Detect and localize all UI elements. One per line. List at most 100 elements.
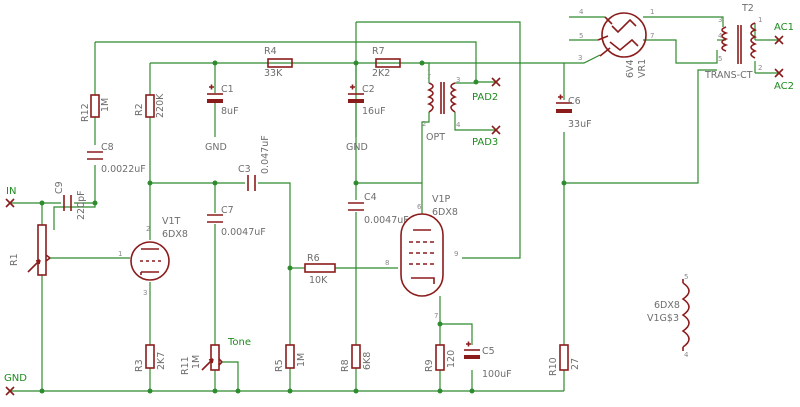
svg-text:6K8: 6K8: [362, 352, 373, 370]
svg-text:R12: R12: [80, 103, 91, 122]
svg-text:0.0047uF: 0.0047uF: [221, 227, 266, 238]
svg-text:2: 2: [146, 225, 150, 233]
terminal-pad3: PAD3: [472, 125, 501, 148]
svg-text:3: 3: [718, 16, 722, 24]
svg-text:R5: R5: [274, 359, 285, 372]
svg-text:100uF: 100uF: [482, 369, 512, 380]
svg-text:R11: R11: [180, 356, 191, 375]
svg-text:R7: R7: [372, 46, 385, 57]
svg-text:1M: 1M: [296, 353, 307, 367]
svg-text:2K7: 2K7: [156, 352, 167, 370]
capacitor-c5: C5 100uF: [464, 341, 512, 380]
svg-text:0.0022uF: 0.0022uF: [101, 164, 146, 175]
svg-text:C8: C8: [101, 142, 114, 153]
capacitor-c3: C3 0.047uF: [238, 135, 271, 191]
svg-text:8: 8: [385, 259, 389, 267]
capacitor-c4: C4 0.0047uF: [348, 192, 409, 226]
svg-text:C2: C2: [362, 84, 375, 95]
svg-text:5: 5: [718, 55, 722, 63]
resistor-r2: R2 220K: [134, 93, 166, 118]
svg-text:1M: 1M: [191, 355, 202, 369]
svg-text:V1T: V1T: [162, 216, 181, 227]
capacitor-c2: C2 16uF GND: [346, 84, 386, 153]
svg-text:7: 7: [434, 312, 438, 320]
svg-text:GND: GND: [346, 142, 368, 153]
svg-text:7: 7: [650, 32, 654, 40]
svg-text:4: 4: [684, 351, 689, 359]
svg-text:6V4: 6V4: [625, 59, 636, 78]
resistor-r5: R5 1M: [274, 344, 307, 372]
svg-text:6DX8: 6DX8: [654, 300, 680, 311]
terminal-gnd: GND: [4, 373, 27, 396]
svg-text:6DX8: 6DX8: [432, 207, 458, 218]
svg-text:8uF: 8uF: [221, 106, 239, 117]
svg-text:220K: 220K: [155, 93, 166, 118]
svg-text:GND: GND: [205, 142, 227, 153]
svg-text:C1: C1: [221, 84, 234, 95]
svg-text:4: 4: [718, 32, 723, 40]
svg-text:OPT: OPT: [426, 132, 445, 143]
resistor-r8: R8 6K8: [340, 344, 373, 372]
svg-text:R2: R2: [134, 103, 145, 116]
svg-text:R9: R9: [424, 359, 435, 372]
junctions: [39, 60, 567, 394]
svg-text:V1P: V1P: [432, 194, 451, 205]
svg-text:33uF: 33uF: [568, 119, 592, 130]
ac1-label: AC1: [774, 22, 794, 33]
svg-text:1: 1: [758, 16, 762, 24]
svg-text:R8: R8: [340, 359, 351, 372]
capacitor-c6: C6 33uF: [556, 94, 592, 130]
svg-text:0.047uF: 0.047uF: [260, 135, 271, 174]
svg-text:1: 1: [427, 69, 431, 77]
resistor-r12: R12 1M: [80, 94, 111, 122]
resistor-r3: R3 2K7: [134, 344, 167, 372]
power-transformer-t2: 3 4 5 1 2 1 7 T2 TRANS-CT: [650, 3, 762, 81]
svg-text:6DX8: 6DX8: [162, 229, 188, 240]
svg-text:TRANS-CT: TRANS-CT: [704, 70, 753, 81]
terminal-pad2: PAD2: [472, 77, 501, 103]
svg-text:1: 1: [650, 8, 654, 16]
tone-label: Tone: [227, 337, 251, 348]
pad2-label: PAD2: [472, 92, 498, 103]
svg-text:220pF: 220pF: [76, 190, 87, 220]
resistor-r4: R4 33K: [264, 46, 293, 79]
svg-text:VR1: VR1: [637, 59, 648, 78]
output-transformer-opt: 1 1 2 3 4 OPT: [422, 69, 461, 143]
svg-text:C4: C4: [364, 192, 377, 203]
heater-v1g3: 5 4 6DX8 V1G$3: [647, 273, 690, 359]
svg-text:120: 120: [446, 350, 457, 368]
svg-text:C6: C6: [568, 96, 581, 107]
resistor-r10: R10 27: [548, 344, 581, 376]
svg-text:2K2: 2K2: [372, 68, 390, 79]
capacitor-c9: C9 220pF: [54, 181, 87, 220]
rectifier-vr1: 4 5 3 6V4 VR1: [578, 8, 648, 78]
svg-text:C5: C5: [482, 346, 495, 357]
wires: [10, 16, 779, 392]
svg-text:27: 27: [570, 358, 581, 370]
svg-text:3: 3: [578, 54, 582, 62]
gnd-label: GND: [4, 373, 27, 384]
svg-text:4: 4: [456, 121, 461, 129]
svg-text:5: 5: [684, 273, 688, 281]
svg-text:1: 1: [118, 250, 122, 258]
svg-text:2: 2: [422, 120, 426, 128]
resistor-r6: R6 10K: [304, 253, 336, 286]
svg-text:0.0047uF: 0.0047uF: [364, 215, 409, 226]
svg-text:3: 3: [143, 289, 147, 297]
terminal-in: IN: [5, 186, 16, 208]
resistor-r7: R7 2K2: [372, 46, 401, 79]
capacitor-c1: C1 8uF GND: [205, 84, 239, 153]
svg-text:16uF: 16uF: [362, 106, 386, 117]
svg-text:R6: R6: [307, 253, 320, 264]
tube-v1t: 2 1 3 V1T 6DX8: [118, 216, 188, 297]
terminal-ac1: AC1: [774, 22, 794, 45]
resistor-r9: R9 120: [424, 344, 457, 372]
svg-text:T2: T2: [741, 3, 754, 14]
tube-v1p: 6 8 9 7 V1P 6DX8: [385, 194, 458, 320]
capacitor-c7: C7 0.0047uF: [207, 205, 266, 238]
svg-text:4: 4: [579, 8, 584, 16]
svg-text:C7: C7: [221, 205, 234, 216]
svg-text:V1G$3: V1G$3: [647, 313, 679, 324]
svg-text:R4: R4: [264, 46, 277, 57]
